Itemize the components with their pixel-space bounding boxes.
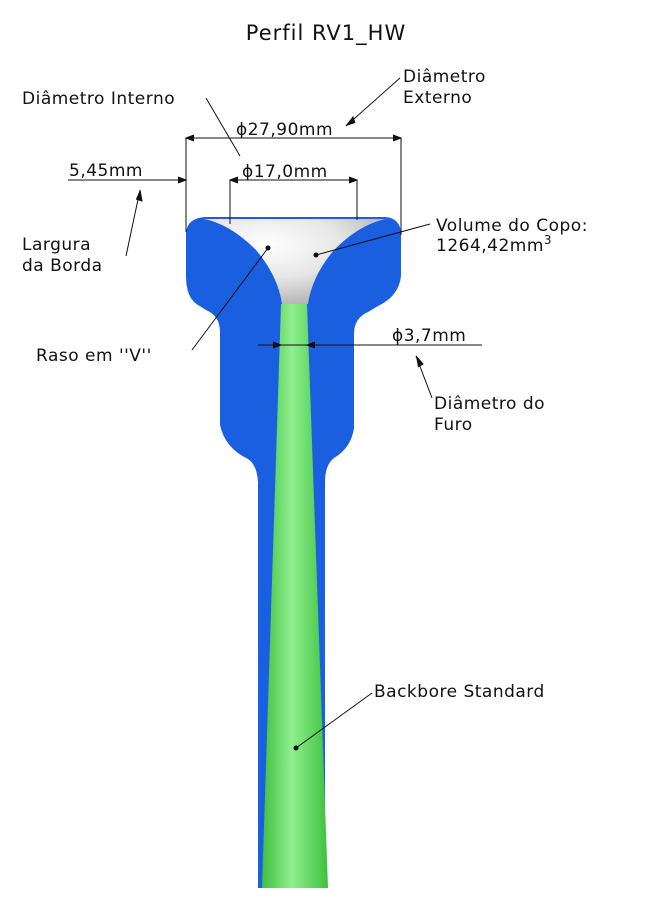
label-throat-value: ϕ3,7mm (392, 326, 466, 346)
label-outer-diameter-2: Externo (403, 88, 472, 108)
dimension-lines (68, 77, 482, 749)
label-rim-width-1: Largura (22, 235, 91, 255)
label-cup-volume-value: 1264,42mm3 (436, 233, 552, 256)
label-rim-value: 5,45mm (69, 161, 143, 181)
label-throat-2: Furo (434, 415, 473, 435)
label-backbore: Backbore Standard (374, 682, 545, 702)
backbore-dot (293, 745, 299, 751)
backbore-bore (262, 304, 328, 888)
cup-volume-exponent: 3 (544, 233, 552, 247)
label-cup-volume-1: Volume do Copo: (436, 216, 588, 236)
drawing-title: Perfil RV1_HW (246, 21, 406, 46)
cup-volume-number: 1264,42mm (436, 236, 544, 256)
cup-volume-dot (313, 252, 319, 258)
label-inner-value: ϕ17,0mm (242, 162, 328, 182)
label-inner-diameter: Diâmetro Interno (22, 89, 175, 109)
label-shallow-v: Raso em ''V'' (36, 346, 152, 366)
label-throat-1: Diâmetro do (434, 394, 545, 414)
shallow-v-dot (265, 245, 271, 251)
label-outer-value: ϕ27,90mm (236, 120, 333, 140)
label-rim-width-2: da Borda (22, 256, 103, 276)
cup-cavity (204, 219, 386, 304)
label-outer-diameter-1: Diâmetro (403, 67, 486, 87)
